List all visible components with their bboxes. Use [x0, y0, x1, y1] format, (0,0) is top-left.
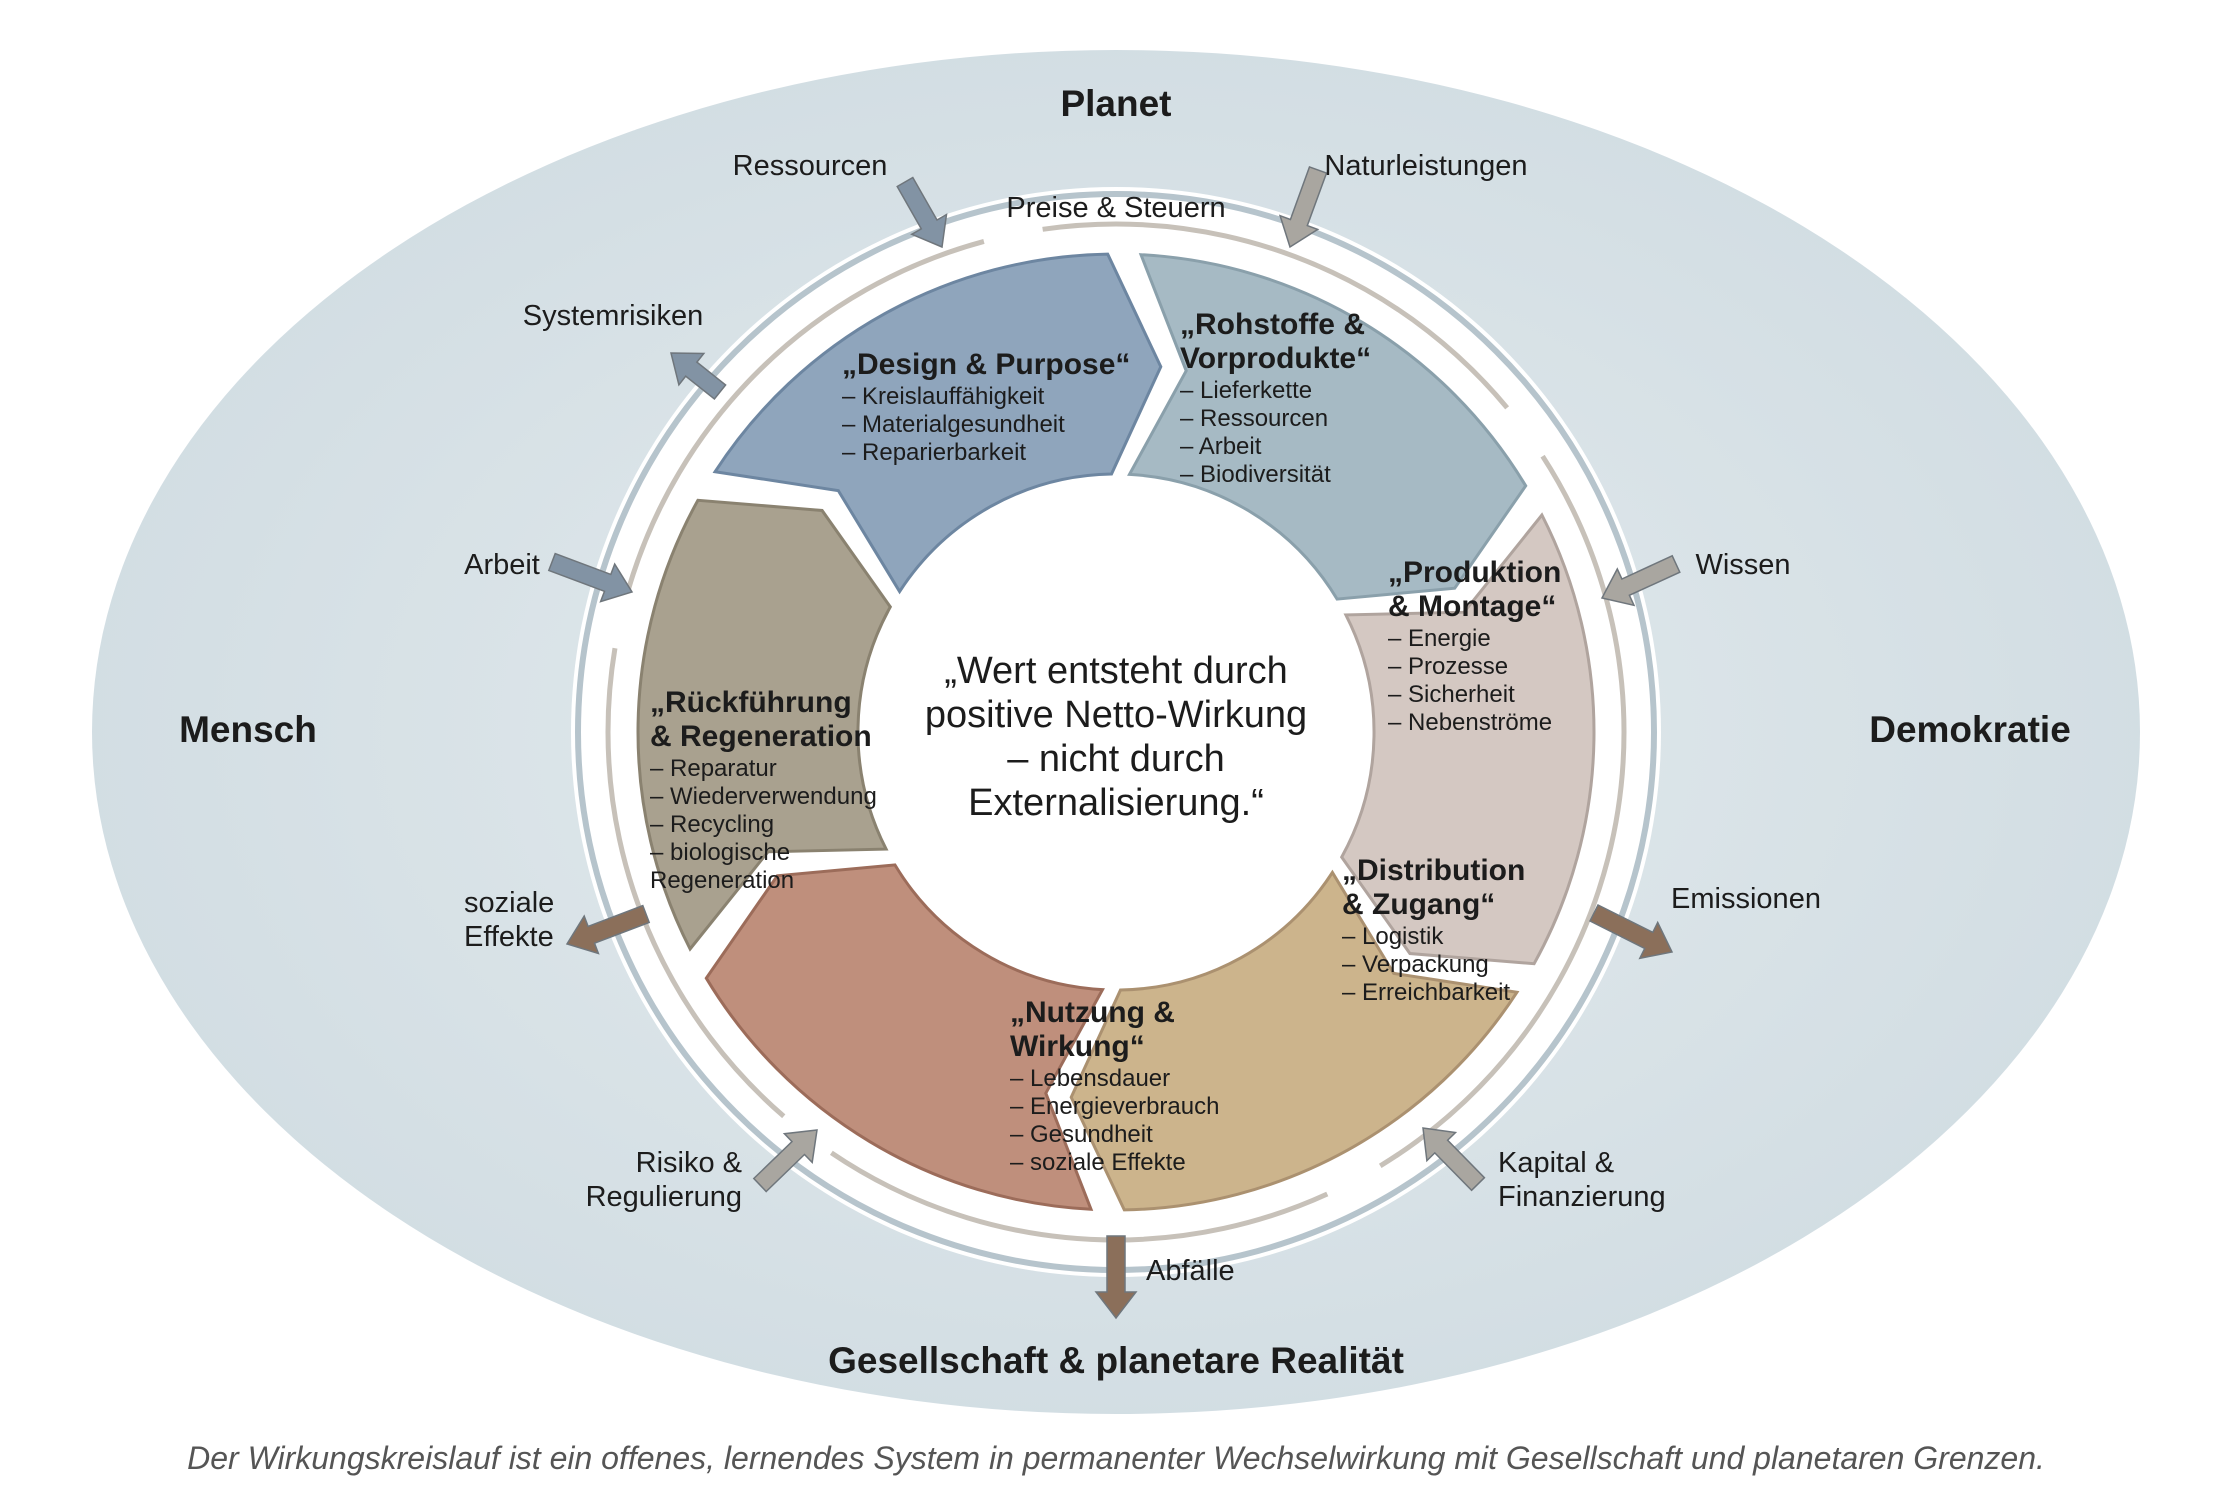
segment-item: – Materialgesundheit — [842, 411, 1065, 438]
flow-label-line: Risiko & — [636, 1147, 742, 1179]
segment-item: – Reparierbarkeit — [842, 439, 1026, 466]
segment-item: – Energieverbrauch — [1010, 1093, 1219, 1120]
flow-label-line: Preise & Steuern — [1006, 192, 1225, 224]
segment-item: – Sicherheit — [1388, 681, 1515, 708]
segment-title: „Rückführung — [650, 686, 852, 719]
flow-label-wissen: Wissen — [1695, 549, 1790, 581]
arrow-abfaelle — [1094, 1235, 1138, 1320]
flow-label-abfaelle: Abfälle — [1146, 1255, 1235, 1287]
segment-item: – Recycling — [650, 811, 774, 838]
segment-item: – Verpackung — [1342, 951, 1489, 978]
flow-label-systemrisiken: Systemrisiken — [523, 300, 704, 332]
segment-item: – Reparatur — [650, 755, 777, 782]
arrow-soziale-effekte — [565, 904, 651, 955]
flow-label-line: Arbeit — [464, 549, 540, 581]
flow-label-ressourcen: Ressourcen — [733, 150, 888, 182]
flow-label-line: Kapital & — [1498, 1147, 1614, 1179]
arrow-ressourcen — [896, 176, 948, 249]
arrow-arbeit — [547, 552, 634, 603]
segment-label-produktion-montage: „Produktion& Montage“– Energie– Prozesse… — [1388, 556, 1561, 736]
segment-label-rueckfuehrung-regeneration: „Rückführung& Regeneration– Reparatur– W… — [650, 686, 877, 894]
segment-item: – Lieferkette — [1180, 377, 1312, 404]
segment-label-design-purpose: „Design & Purpose“– Kreislauffähigkeit– … — [842, 348, 1130, 466]
segment-item: – Kreislauffähigkeit — [842, 383, 1045, 410]
segment-item: – Energie — [1388, 625, 1491, 652]
flow-label-line: Systemrisiken — [523, 300, 704, 332]
segment-title: „Design & Purpose“ — [842, 348, 1130, 381]
flow-label-line: Finanzierung — [1498, 1181, 1666, 1213]
flow-label-line: Ressourcen — [733, 150, 888, 182]
segment-label-distribution-zugang: „Distribution& Zugang“– Logistik– Verpac… — [1342, 854, 1525, 1006]
arrow-emissionen — [1588, 903, 1674, 960]
region-demokratie: Demokratie — [1869, 709, 2071, 750]
flow-label-emissionen: Emissionen — [1671, 883, 1821, 915]
segment-item: – Logistik — [1342, 923, 1444, 950]
flow-label-line: Effekte — [464, 921, 554, 953]
center-quote-line: positive Netto-Wirkung — [925, 694, 1307, 736]
center-quote-line: „Wert entsteht durch — [944, 650, 1288, 692]
segment-item: – Erreichbarkeit — [1342, 979, 1510, 1006]
segment-distribution-zugang — [1069, 869, 1520, 1212]
segment-label-rohstoffe-vorprodukte: „Rohstoffe &Vorprodukte“– Lieferkette– R… — [1180, 308, 1371, 488]
arrow-naturleistungen — [1278, 165, 1328, 249]
segment-labels: „Design & Purpose“– Kreislauffähigkeit– … — [650, 308, 1561, 1176]
segment-title: „Distribution — [1342, 854, 1525, 887]
center-quote-line: – nicht durch — [1007, 738, 1225, 780]
center-quote-line: Externalisierung.“ — [968, 782, 1264, 824]
flow-label-line: Emissionen — [1671, 883, 1821, 915]
flow-label-arbeit: Arbeit — [464, 549, 540, 581]
flow-label-kapital: Kapital &Finanzierung — [1498, 1147, 1666, 1213]
segment-item: – Gesundheit — [1010, 1121, 1153, 1148]
segment-item: – biologische — [650, 839, 790, 866]
region-mensch: Mensch — [179, 709, 317, 750]
segment-design-purpose — [712, 252, 1163, 595]
segment-item: – Lebensdauer — [1010, 1065, 1170, 1092]
segment-title: & Montage“ — [1388, 590, 1556, 623]
flow-label-line: Naturleistungen — [1324, 150, 1527, 182]
segment-title: & Regeneration — [650, 720, 872, 753]
center-disc — [868, 484, 1364, 980]
segment-item: – Biodiversität — [1180, 461, 1331, 488]
segment-item: – Nebenströme — [1388, 709, 1552, 736]
segment-rueckfuehrung-regeneration — [636, 498, 893, 952]
segment-title: „Produktion — [1388, 556, 1561, 589]
segment-produktion-montage — [1339, 512, 1596, 966]
flow-arrows — [547, 165, 1681, 1320]
flow-label-preise-steuern: Preise & Steuern — [1006, 192, 1225, 224]
arrow-kapital-finanzierung — [1422, 1127, 1486, 1192]
flow-label-naturleistungen: Naturleistungen — [1324, 150, 1527, 182]
segment-item: – Ressourcen — [1180, 405, 1328, 432]
cycle-segments — [636, 252, 1596, 1212]
flow-label-line: Abfälle — [1146, 1255, 1235, 1287]
segment-item: Regeneration — [650, 867, 794, 894]
arrow-risiko-regulierung — [752, 1129, 818, 1193]
segment-title: Vorprodukte“ — [1180, 342, 1371, 375]
segment-title: „Rohstoffe & — [1180, 308, 1365, 341]
flow-label-line: soziale — [464, 887, 554, 919]
segment-label-nutzung-wirkung: „Nutzung &Wirkung“– Lebensdauer– Energie… — [1010, 996, 1219, 1176]
flow-label-line: Wissen — [1695, 549, 1790, 581]
flow-label-line: Regulierung — [586, 1181, 742, 1213]
segment-title: Wirkung“ — [1010, 1030, 1145, 1063]
segment-item: – Prozesse — [1388, 653, 1508, 680]
region-planet: Planet — [1060, 83, 1171, 124]
segment-item: – Arbeit — [1180, 433, 1262, 460]
arrow-systemrisiken — [670, 352, 727, 401]
segment-title: & Zugang“ — [1342, 888, 1495, 921]
diagram-caption: Der Wirkungskreislauf ist ein offenes, l… — [187, 1440, 2045, 1476]
segment-rohstoffe-vorprodukte — [1127, 253, 1528, 601]
segment-title: „Nutzung & — [1010, 996, 1175, 1029]
segment-item: – soziale Effekte — [1010, 1149, 1186, 1176]
segment-nutzung-wirkung — [704, 863, 1105, 1211]
flow-label-risiko: Risiko &Regulierung — [586, 1147, 742, 1213]
arrow-wissen — [1600, 554, 1681, 607]
segment-item: – Wiederverwendung — [650, 783, 877, 810]
region-gesellschaft: Gesellschaft & planetare Realität — [828, 1340, 1404, 1381]
